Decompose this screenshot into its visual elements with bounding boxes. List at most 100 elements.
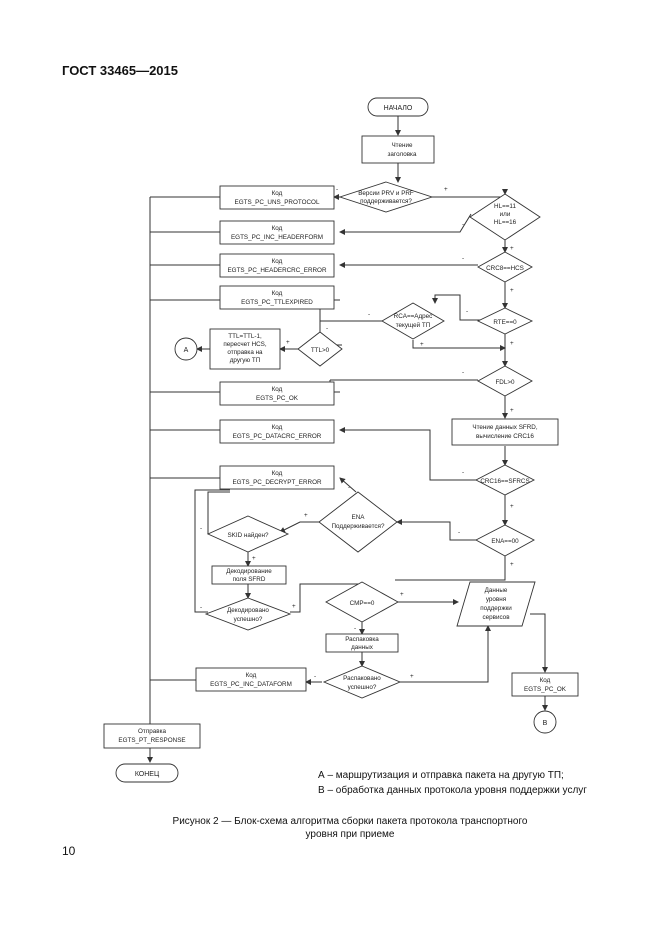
svg-text:Код: Код xyxy=(272,386,283,393)
legend-a: А – маршрутизация и отправка пакета на д… xyxy=(318,770,564,781)
svg-text:Распаковано: Распаковано xyxy=(343,675,381,682)
svg-text:-: - xyxy=(200,525,202,532)
version-supported-diamond: Версии PRV и PRF поддерживается? xyxy=(338,181,434,213)
svg-text:Код: Код xyxy=(246,672,257,679)
hl-check-diamond: HL==11 или HL==16 xyxy=(469,193,541,241)
svg-text:-: - xyxy=(462,255,464,262)
skid-found-diamond: SKID найден? xyxy=(206,515,290,553)
svg-text:+: + xyxy=(510,407,514,414)
svg-text:+: + xyxy=(510,561,514,568)
read-sfrd-box: Чтение данных SFRD, вычисление CRC16 xyxy=(451,418,559,446)
svg-text:A: A xyxy=(184,347,189,354)
svg-text:-: - xyxy=(462,469,464,476)
unpacked-success-diamond: Распаковано успешно? xyxy=(322,665,402,699)
svg-text:EGTS_PC_TTLEXPIRED: EGTS_PC_TTLEXPIRED xyxy=(241,299,313,306)
svg-text:EGTS_PC_INC_HEADERFORM: EGTS_PC_INC_HEADERFORM xyxy=(231,234,323,241)
svg-text:+: + xyxy=(510,340,514,347)
svg-text:успешно?: успешно? xyxy=(234,616,263,623)
code-datacrc-error-box: Код EGTS_PC_DATACRC_ERROR xyxy=(219,419,335,444)
svg-text:+: + xyxy=(410,673,414,680)
svg-text:EGTS_PC_DECRYPT_ERROR: EGTS_PC_DECRYPT_ERROR xyxy=(232,479,322,486)
svg-text:+: + xyxy=(252,555,256,562)
svg-text:поддержки: поддержки xyxy=(480,605,512,612)
svg-text:Данные: Данные xyxy=(485,587,508,594)
svg-text:вычисление CRC16: вычисление CRC16 xyxy=(476,433,534,440)
svg-text:-: - xyxy=(466,308,468,315)
svg-text:SKID найден?: SKID найден? xyxy=(227,531,269,539)
svg-text:отправка на: отправка на xyxy=(227,349,263,356)
svg-text:HL==11: HL==11 xyxy=(494,203,516,210)
svg-text:-: - xyxy=(462,369,464,376)
svg-text:+: + xyxy=(286,339,290,346)
svg-text:Декодировано: Декодировано xyxy=(227,607,269,614)
svg-text:+: + xyxy=(444,186,448,193)
unpack-data-box: Распаковка данных xyxy=(325,633,399,653)
svg-text:-: - xyxy=(348,484,350,491)
svg-text:-: - xyxy=(336,186,338,193)
svg-text:Версии PRV и PRF: Версии PRV и PRF xyxy=(358,190,414,197)
svg-text:данных: данных xyxy=(351,644,374,651)
svg-text:ENA: ENA xyxy=(352,514,366,521)
svg-text:RTE==0: RTE==0 xyxy=(493,319,517,326)
document-code: ГОСТ 33465—2015 xyxy=(62,63,178,78)
code-ok-box: Код EGTS_PC_OK xyxy=(219,381,335,406)
caption-line-2: уровня при приеме xyxy=(305,829,395,840)
figure-caption: Рисунок 2 — Блок-схема алгоритма сборки … xyxy=(150,815,550,841)
svg-text:TTL>0: TTL>0 xyxy=(311,347,330,354)
code-ttlexpired-box: Код EGTS_PC_TTLEXPIRED xyxy=(219,285,335,310)
svg-text:заголовка: заголовка xyxy=(388,151,417,158)
page-number: 10 xyxy=(62,844,76,858)
svg-text:EGTS_PC_UNS_PROTOCOL: EGTS_PC_UNS_PROTOCOL xyxy=(235,199,320,206)
svg-text:-: - xyxy=(314,673,316,680)
svg-text:EGTS_PC_HEADERCRC_ERROR: EGTS_PC_HEADERCRC_ERROR xyxy=(227,267,326,274)
code-inc-dataform-box: Код EGTS_PC_INC_DATAFORM xyxy=(195,667,307,692)
service-data-parallelogram: Данные уровня поддержки сервисов xyxy=(456,581,536,627)
svg-text:сервисов: сервисов xyxy=(482,614,510,621)
svg-text:поля SFRD: поля SFRD xyxy=(233,576,266,583)
svg-text:EGTS_PT_RESPONSE: EGTS_PT_RESPONSE xyxy=(118,737,185,744)
svg-text:CMP==0: CMP==0 xyxy=(350,600,375,607)
code-headercrc-error-box: Код EGTS_PC_HEADERCRC_ERROR xyxy=(219,253,335,278)
svg-text:Код: Код xyxy=(272,424,283,431)
send-response-box: Отправка EGTS_PT_RESPONSE xyxy=(103,723,201,749)
svg-text:текущей ТП: текущей ТП xyxy=(396,321,431,329)
svg-text:ENA==00: ENA==00 xyxy=(491,538,519,545)
connector-b: B xyxy=(533,710,557,734)
ena-supported-diamond: ENA Поддерживается? xyxy=(318,491,398,553)
ena-check-diamond: ENA==00 xyxy=(475,524,535,557)
svg-text:поддерживается?: поддерживается? xyxy=(360,198,412,205)
svg-text:Код: Код xyxy=(540,677,551,684)
rte-check-diamond: RTE==0 xyxy=(476,307,534,335)
legend-b: В – обработка данных протокола уровня по… xyxy=(318,785,587,796)
svg-text:или: или xyxy=(500,211,511,218)
svg-text:Код: Код xyxy=(272,225,283,232)
rca-check-diamond: RCA==Адрес текущей ТП xyxy=(381,302,445,340)
svg-text:пересчет HCS,: пересчет HCS, xyxy=(223,341,266,348)
svg-text:HL==16: HL==16 xyxy=(494,219,517,226)
svg-text:Код: Код xyxy=(272,258,283,265)
code-decrypt-error-box: Код EGTS_PC_DECRYPT_ERROR xyxy=(219,465,335,490)
svg-text:-: - xyxy=(368,311,370,318)
svg-text:EGTS_PC_OK: EGTS_PC_OK xyxy=(256,395,299,402)
svg-text:CRC16==SFRCS: CRC16==SFRCS xyxy=(480,478,529,485)
branch-labels: + - - + - + - - + + + - - + - + - + - + … xyxy=(200,186,514,680)
start-terminal: НАЧАЛО xyxy=(367,97,429,117)
svg-text:Код: Код xyxy=(272,290,283,297)
svg-text:FDL>0: FDL>0 xyxy=(495,379,515,386)
svg-text:CRC8==HCS: CRC8==HCS xyxy=(486,265,524,272)
caption-line-1: Рисунок 2 — Блок-схема алгоритма сборки … xyxy=(172,816,528,827)
svg-text:КОНЕЦ: КОНЕЦ xyxy=(135,771,160,778)
svg-text:EGTS_PC_INC_DATAFORM: EGTS_PC_INC_DATAFORM xyxy=(210,681,292,688)
svg-text:уровня: уровня xyxy=(486,596,506,603)
ttl-check-diamond: TTL>0 xyxy=(297,331,343,367)
end-terminal: КОНЕЦ xyxy=(115,763,179,783)
svg-text:B: B xyxy=(543,720,548,727)
svg-text:НАЧАЛО: НАЧАЛО xyxy=(384,105,413,112)
svg-text:другую ТП: другую ТП xyxy=(230,357,261,364)
decode-sfrd-box: Декодирование поля SFRD xyxy=(211,565,287,585)
svg-text:+: + xyxy=(304,512,308,519)
svg-text:EGTS_PC_DATACRC_ERROR: EGTS_PC_DATACRC_ERROR xyxy=(233,433,322,440)
svg-text:Декодирование: Декодирование xyxy=(226,568,272,575)
fdl-check-diamond: FDL>0 xyxy=(477,365,533,397)
